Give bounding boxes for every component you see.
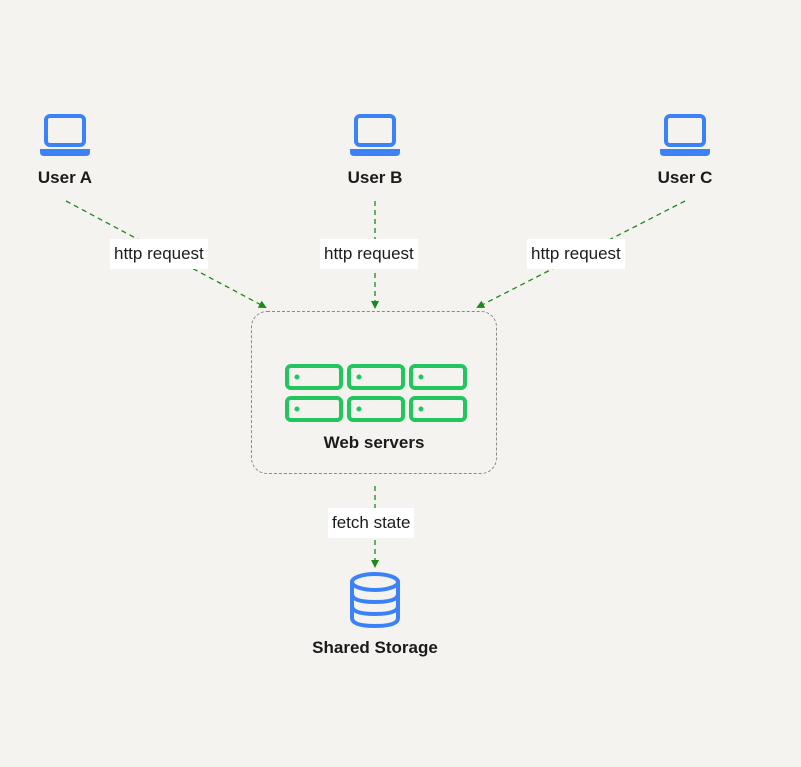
edge-label-storage: fetch state [328,508,415,538]
shared-storage-label: Shared Storage [312,638,438,657]
edge-label-user-c: http request [527,239,625,269]
user-b-node: User B [330,112,420,188]
user-a-node: User A [20,112,110,188]
arrow-user-c-to-servers [476,200,686,308]
user-c-label: User C [657,168,713,187]
user-b-label: User B [347,168,403,187]
database-icon [350,572,400,629]
laptop-icon [660,114,710,156]
user-c-node: User C [640,112,730,188]
laptop-icon [40,114,90,156]
web-servers-label: Web servers [323,433,425,452]
shared-storage-node: Shared Storage [300,570,450,658]
edge-label-user-a: http request [110,239,208,269]
laptop-icon [350,114,400,156]
edge-label-user-b: http request [320,239,418,269]
server-rack-icon [285,364,467,422]
user-a-label: User A [37,168,93,187]
web-servers-group: Web servers [251,311,497,474]
